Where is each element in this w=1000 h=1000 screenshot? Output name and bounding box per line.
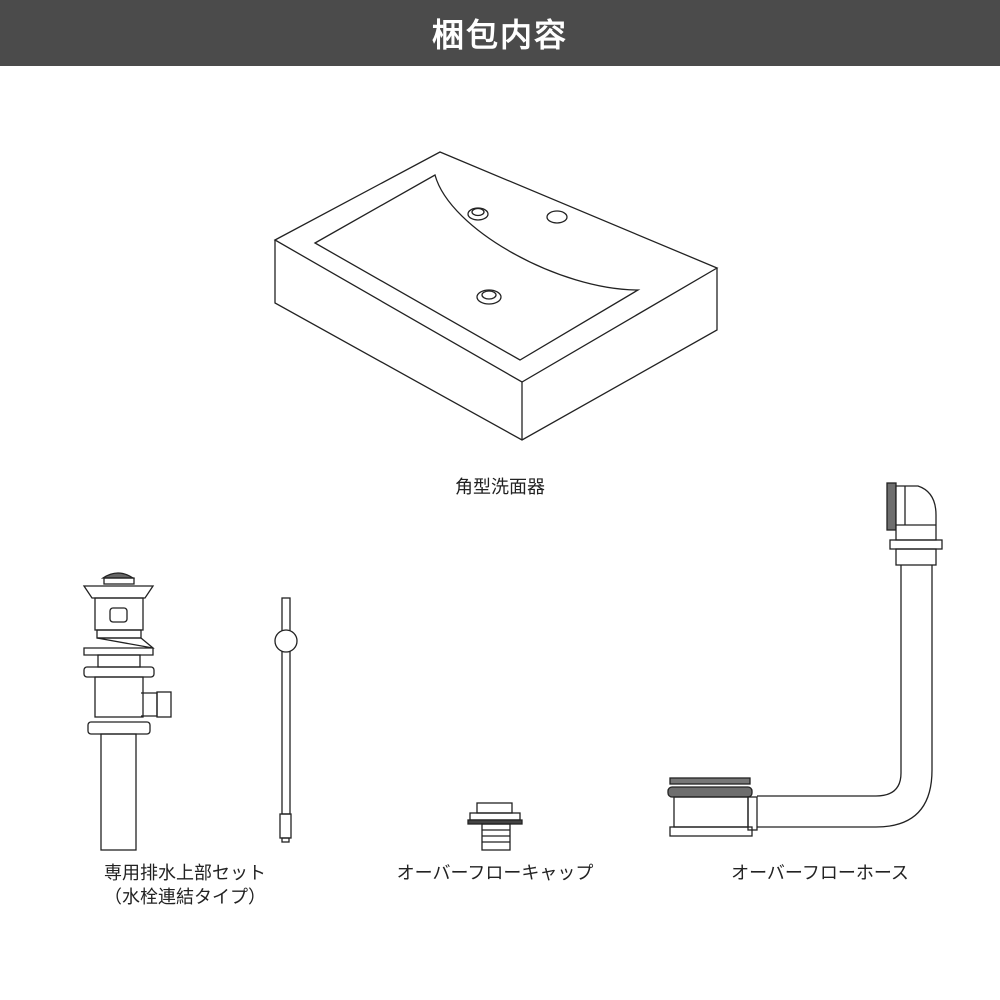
header-bar: 梱包内容 [0, 0, 1000, 66]
page-title: 梱包内容 [431, 16, 568, 54]
overflow-cap-illustration [467, 802, 523, 851]
overflow-hose-illustration [667, 482, 943, 837]
overflow-cap-label: オーバーフローキャップ [396, 863, 594, 884]
basin-label: 角型洗面器 [455, 477, 545, 498]
overflow-hose-label: オーバーフローホース [731, 863, 909, 884]
drain-set-label: 専用排水上部セット （水栓連結タイプ） [70, 862, 300, 910]
drain-set-illustration [82, 572, 172, 851]
drain-set-note: （水栓連結タイプ） [104, 887, 266, 908]
linkage-rod-illustration [274, 597, 298, 843]
square-basin-illustration [273, 151, 719, 441]
drain-set-name: 専用排水上部セット [104, 863, 266, 884]
